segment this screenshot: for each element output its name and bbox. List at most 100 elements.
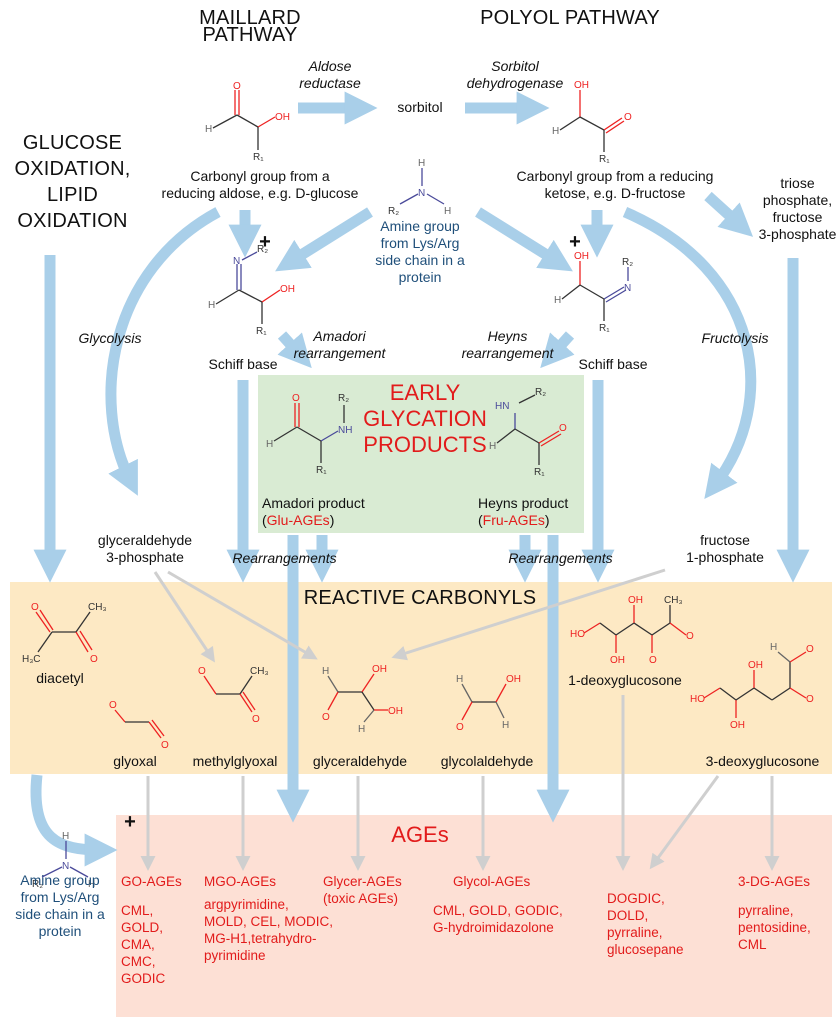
ages-group-go: GO-AGEs CML, GOLD, CMA, CMC, GODIC <box>121 873 191 987</box>
svg-text:H: H <box>554 295 561 306</box>
svg-text:OH: OH <box>372 664 387 675</box>
svg-text:O: O <box>292 393 300 404</box>
maillard-pathway-title: MAILLARD PATHWAY <box>199 7 301 46</box>
label-line: protein <box>398 269 442 285</box>
svg-text:R₁: R₁ <box>534 467 545 478</box>
svg-text:N: N <box>62 861 69 872</box>
ketose-molecule-icon: OH H O R₁ <box>552 80 632 165</box>
ages-item: CML, GOLD, GODIC, <box>433 903 563 918</box>
3-deoxyglucosone-molecule-icon: HO OH OH H O O <box>690 642 814 731</box>
label-line: Amadori <box>313 328 366 344</box>
plus-sign-right: + <box>569 231 581 253</box>
fructose-1-phosphate-label: fructose 1-phosphate <box>665 532 785 566</box>
title-line: EARLY <box>389 380 461 405</box>
svg-text:OH: OH <box>574 80 589 91</box>
compound-label-diacetyl: diacetyl <box>36 670 84 686</box>
triose-phosphate-label: triose phosphate, fructose 3-phosphate <box>755 175 840 243</box>
svg-text:O: O <box>90 654 98 665</box>
aldose-carbonyl-label: Carbonyl group from a reducing aldose, e… <box>140 168 380 202</box>
svg-text:R₂: R₂ <box>257 244 268 255</box>
ages-group-name: Glycol-AGEs <box>453 874 531 889</box>
svg-text:H: H <box>208 300 215 311</box>
ages-item: pyrraline, <box>607 925 663 940</box>
ages-group-glycer: Glycer-AGEs (toxic AGEs) <box>323 873 423 907</box>
compound-label-glyceraldehyde: glyceraldehyde <box>312 753 408 769</box>
label-line: Amine group <box>20 872 100 888</box>
fructolysis-label: Fructolysis <box>701 330 769 346</box>
svg-text:H: H <box>489 441 496 452</box>
sorbitol-label: sorbitol <box>397 99 443 115</box>
early-glycation-title: EARLY GLYCATION PRODUCTS <box>355 380 495 458</box>
svg-text:OH: OH <box>610 655 625 666</box>
label-line: ketose, e.g. D-fructose <box>544 185 686 201</box>
svg-text:H: H <box>88 879 95 890</box>
svg-text:HO: HO <box>570 629 585 640</box>
glyceraldehyde-3-phosphate-label: glyceraldehyde 3-phosphate <box>80 532 210 566</box>
early-glycation-panel <box>258 375 584 533</box>
ketose-to-triose-arrow <box>704 191 754 237</box>
label-line: fructose <box>700 532 750 548</box>
amadori-tag: (Glu-AGEs) <box>262 512 335 528</box>
label-line: Sorbitol <box>491 58 539 74</box>
label-line: Carbonyl group from a reducing <box>516 168 714 184</box>
amadori-rearrangement-label: Amadori rearrangement <box>282 328 397 362</box>
ages-item: CML, <box>121 903 154 918</box>
ages-group-mgo: MGO-AGEs argpyrimidine, MOLD, CEL, MODIC… <box>204 873 354 964</box>
ages-item: pyrimidine <box>204 948 266 963</box>
glu-ages-tag: Glu-AGEs <box>266 512 330 528</box>
label-line: glyceraldehyde <box>97 532 193 548</box>
svg-text:O: O <box>624 112 632 123</box>
label-line: Heyns product <box>478 495 569 511</box>
label-line: Heyns <box>487 328 528 344</box>
amine-group-label: Amine group from Lys/Arg side chain in a… <box>360 218 480 286</box>
svg-text:CH₃: CH₃ <box>88 602 107 613</box>
svg-text:N: N <box>233 256 240 267</box>
ages-group-name: MGO-AGEs <box>204 874 277 889</box>
amine-to-ages-arrow <box>30 774 118 867</box>
label-line: Carbonyl group from a <box>190 168 330 184</box>
ages-item: CMC, <box>121 954 156 969</box>
rearrangements-left-label: Rearrangements <box>232 550 337 566</box>
diacetyl-molecule-icon: O CH₃ H₃C O <box>22 602 107 665</box>
svg-text:CH₃: CH₃ <box>250 666 269 677</box>
title-line: PRODUCTS <box>363 432 487 457</box>
ages-item: argpyrimidine, <box>204 897 289 912</box>
ketose-carbonyl-label: Carbonyl group from a reducing ketose, e… <box>495 168 735 202</box>
ages-panel <box>116 815 832 1017</box>
svg-text:R₂: R₂ <box>32 879 43 890</box>
label-line: protein <box>38 923 82 939</box>
ages-group-3dg: 3-DG-AGEs pyrraline, pentosidine, CML <box>738 873 833 953</box>
rearrangements-right-label: Rearrangements <box>508 550 613 566</box>
svg-text:OH: OH <box>506 674 521 685</box>
aldose-reductase-label: Aldose reductase <box>280 58 380 92</box>
amine-bottom-molecule-icon: H N R₂ H <box>32 831 95 890</box>
svg-text:O: O <box>559 423 567 434</box>
compound-label-glyoxal: glyoxal <box>113 753 157 769</box>
ages-item: CMA, <box>121 937 155 952</box>
svg-text:HN: HN <box>495 401 509 412</box>
heyns-tag: (Fru-AGEs) <box>478 512 550 528</box>
amadori-rearrangement-arrow <box>277 331 312 369</box>
heyns-product-molecule-icon: HN R₂ O H R₁ <box>489 387 567 478</box>
svg-text:O: O <box>198 666 206 677</box>
glycolaldehyde-molecule-icon: H O OH H <box>456 674 521 733</box>
oxidation-title-line: LIPID <box>46 184 99 206</box>
schiff-base-left-label: Schiff base <box>208 356 278 372</box>
ages-item: DOLD, <box>607 908 649 923</box>
svg-text:O: O <box>806 694 814 705</box>
label-line: phosphate, <box>762 192 833 208</box>
ages-group-dg: DOGDIC, DOLD, pyrraline, glucosepane <box>607 890 707 958</box>
label-line: reducing aldose, e.g. D-glucose <box>161 185 359 201</box>
g3p-to-methylglyoxal-arrow <box>153 571 215 663</box>
svg-text:H: H <box>552 126 559 137</box>
glyceraldehyde-molecule-icon: H O OH OH H <box>322 664 403 735</box>
svg-text:H: H <box>444 206 451 217</box>
ages-item: pyrraline, <box>738 903 794 918</box>
compound-label-methylglyoxal: methylglyoxal <box>192 753 278 769</box>
svg-text:OH: OH <box>280 284 295 295</box>
svg-text:O: O <box>252 714 260 725</box>
fru-ages-tag: Fru-AGEs <box>482 512 545 528</box>
polyol-pathway-title: POLYOL PATHWAY <box>480 7 660 29</box>
svg-text:O: O <box>161 740 169 751</box>
compound-label-1-deoxyglucosone: 1-deoxyglucosone <box>568 672 682 688</box>
